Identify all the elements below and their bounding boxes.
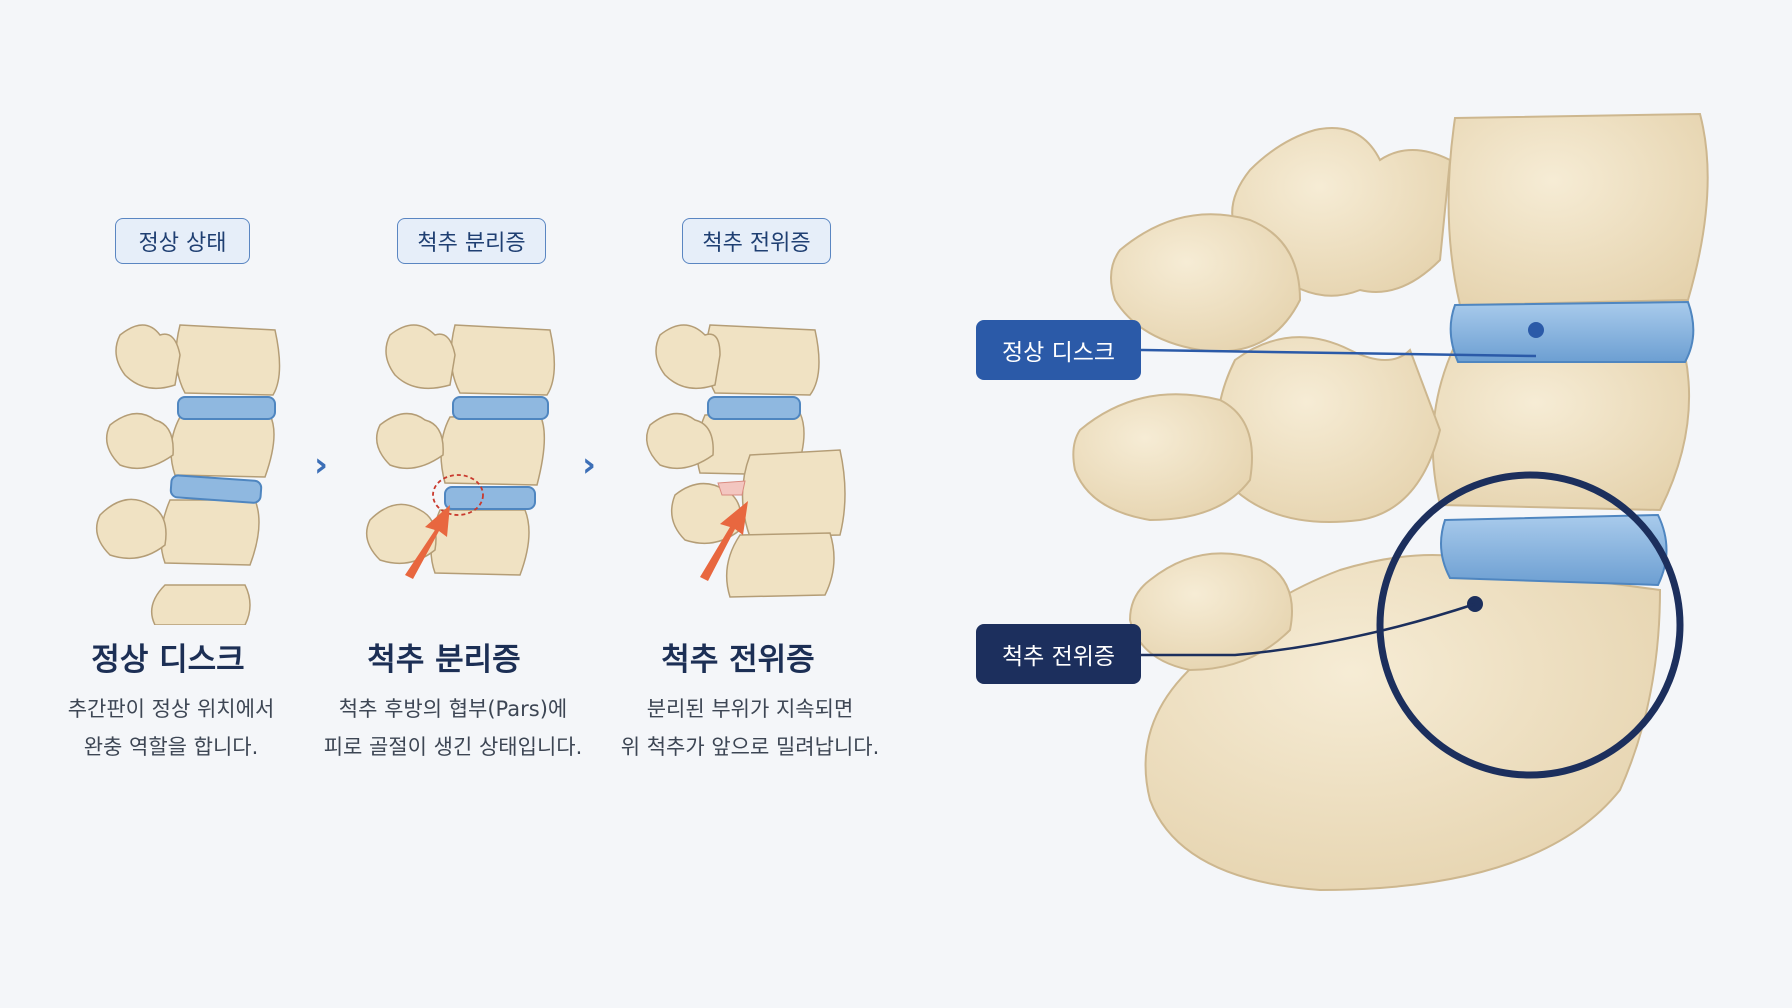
stage-desc-line: 위 척추가 앞으로 밀려납니다. xyxy=(620,735,880,759)
stage-tag-spondylolysis: 척추 분리증 xyxy=(397,218,546,264)
stage-desc-spondylolisthesis: 분리된 부위가 지속되면 위 척추가 앞으로 밀려납니다. xyxy=(600,690,900,766)
stage-desc-line: 피로 골절이 생긴 상태입니다. xyxy=(323,735,583,759)
stage-desc-line: 척추 후방의 협부(Pars)에 xyxy=(338,697,568,721)
stage-title-spondylolisthesis: 척추 전위증 xyxy=(661,642,815,678)
detailed-spine-illustration xyxy=(1072,112,1709,892)
stage-desc-normal: 추간판이 정상 위치에서 완충 역할을 합니다. xyxy=(21,690,321,766)
spondylolisthesis-illustration xyxy=(645,324,846,598)
stage-arrow-1: › xyxy=(314,445,329,485)
stage-tag-normal: 정상 상태 xyxy=(115,218,250,264)
stage-tag-spondylolisthesis: 척추 전위증 xyxy=(682,218,831,264)
normal-spine-illustration xyxy=(95,324,281,625)
stage-arrow-2: › xyxy=(582,445,597,485)
stage-desc-line: 분리된 부위가 지속되면 xyxy=(646,697,854,721)
callout-spondylolisthesis: 척추 전위증 xyxy=(976,624,1141,684)
stage-desc-line: 완충 역할을 합니다. xyxy=(83,735,259,759)
stage-title-spondylolysis: 척추 분리증 xyxy=(367,642,521,678)
stage-desc-line: 추간판이 정상 위치에서 xyxy=(67,697,275,721)
stage-desc-spondylolysis: 척추 후방의 협부(Pars)에 피로 골절이 생긴 상태입니다. xyxy=(303,690,603,766)
stage-title-normal: 정상 디스크 xyxy=(91,642,245,678)
callout-normal-disc: 정상 디스크 xyxy=(976,320,1141,380)
spondylolysis-illustration xyxy=(365,324,556,579)
